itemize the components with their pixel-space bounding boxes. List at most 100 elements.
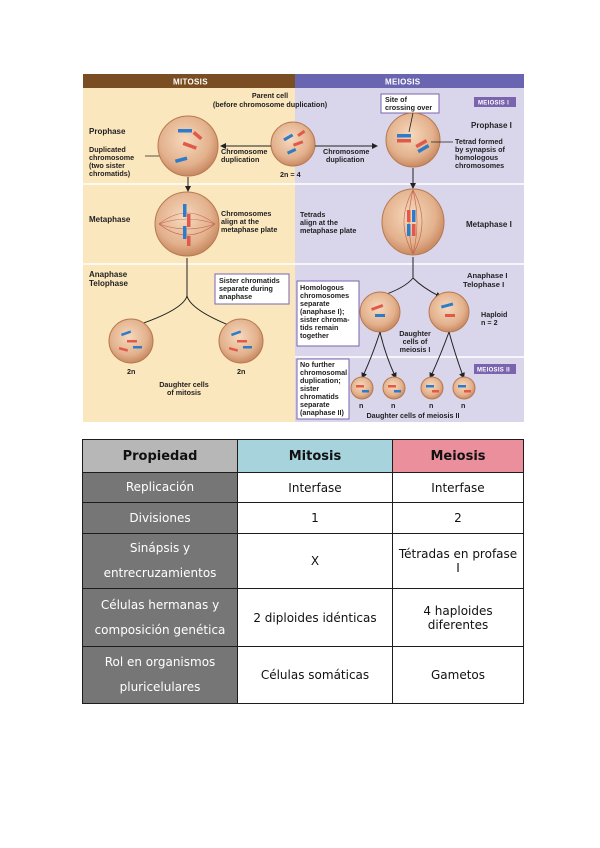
align-label: metaphase plate	[221, 225, 277, 234]
arrow	[448, 331, 465, 379]
parent-cell-label: Parent cell	[252, 91, 288, 100]
telophase-i-label: Telophase I	[463, 280, 504, 289]
row-property-line: Rol en organismos	[104, 655, 216, 669]
tetrad-label: homologous	[455, 153, 498, 162]
chromosomes-icon	[183, 204, 191, 246]
chromosome-duplication-right: Chromosome	[323, 147, 369, 156]
meiosis-header-bar	[295, 74, 524, 88]
duplicated-chromosome-label: Duplicated	[89, 145, 126, 154]
no-further-label: duplication;	[300, 376, 341, 385]
prophase-i-cell	[385, 112, 441, 168]
mitosis-header: MITOSIS	[173, 78, 208, 87]
n-label: n	[359, 401, 363, 410]
two-n-label: 2n	[237, 367, 245, 376]
sister-chromatids-box	[214, 273, 290, 305]
row-property-line: composición genética	[94, 622, 226, 637]
row-meiosis-value: Interfase	[392, 472, 524, 503]
row-property-line: Sinápsis y	[129, 541, 191, 555]
comparison-table: Propiedad Mitosis Meiosis Replicación In…	[82, 439, 524, 704]
chromosomes-icon	[174, 129, 203, 163]
row-property: Células hermanas y composición genética	[82, 588, 238, 647]
duplicated-chromosome-label: chromatids)	[89, 169, 131, 178]
row-property-line: Células hermanas y	[100, 597, 220, 612]
daughter-meiosis-ii-label: Daughter cells of meiosis II	[366, 411, 459, 420]
no-further-label: sister	[300, 384, 319, 393]
n-label: n	[461, 401, 465, 410]
homologous-label: together	[300, 331, 329, 340]
row-meiosis-value: Gametos	[392, 646, 524, 704]
meiosis-i-badge-text: MEIOSIS I	[478, 101, 509, 107]
anaphase-label: Anaphase	[89, 270, 128, 279]
prophase-label: Prophase	[89, 127, 126, 136]
prophase-i-label: Prophase I	[471, 121, 512, 130]
table-header-row: Propiedad Mitosis Meiosis	[82, 439, 524, 473]
homologous-label: Homologous	[300, 283, 344, 292]
row-property: Divisiones	[82, 502, 238, 534]
sister-chromatids-label: separate during	[219, 284, 273, 293]
align-label: Chromosomes	[221, 209, 271, 218]
arrow	[429, 331, 450, 379]
duplicated-chromosome-label: chromosome	[89, 153, 134, 162]
arrow	[412, 277, 442, 298]
homologous-label: tids remain	[300, 323, 338, 332]
row-property: Replicación	[82, 472, 238, 503]
daughter-mi-label: meiosis I	[400, 345, 431, 354]
tetrad-icon	[407, 210, 416, 236]
tetrad-label: by synapsis of	[455, 145, 506, 154]
homologous-label: sister chroma-	[300, 315, 350, 324]
metaphase-i-label: Metaphase I	[466, 220, 512, 229]
meiosis-header: MEIOSIS	[385, 78, 421, 87]
table-row: Divisiones 1 2	[82, 502, 524, 534]
site-crossing-label: crossing over	[385, 103, 432, 112]
row-meiosis-value: Tétradas en profase I	[392, 533, 524, 589]
chromosomes-icon	[118, 330, 252, 352]
arrow	[186, 295, 234, 328]
tetrad-label: Tetrad formed	[455, 137, 503, 146]
chromosome-duplication-right: duplication	[326, 155, 364, 164]
no-further-label: chromosomal	[300, 368, 347, 377]
n-label: n	[429, 401, 433, 410]
meiosis-ii-badge-text: MEIOSIS II	[477, 368, 510, 374]
parent-cell	[270, 121, 316, 167]
parent-cell-label: (before chromosome duplication)	[213, 100, 328, 109]
row-meiosis-value: 4 haploides diferentes	[392, 588, 524, 647]
chromosomes-icon	[371, 302, 455, 317]
arrow	[379, 331, 397, 379]
table-row: Replicación Interfase Interfase	[82, 472, 524, 503]
pointer-line	[408, 112, 414, 133]
sister-chromatids-label: Sister chromatids	[219, 276, 280, 285]
site-crossing-label: Site of	[385, 95, 408, 104]
row-mitosis-value: Células somáticas	[237, 646, 393, 704]
no-further-label: (anaphase II)	[300, 408, 345, 417]
row-property-line: Divisiones	[129, 510, 191, 525]
arrow	[361, 331, 381, 379]
haploid-label: Haploid	[481, 310, 507, 319]
header-mitosis: Mitosis	[237, 439, 393, 473]
telophase-label: Telophase	[89, 279, 129, 288]
homologous-box	[296, 280, 360, 347]
daughter-mitosis-label: of mitosis	[167, 388, 201, 397]
daughter-mitosis-label: Daughter cells	[159, 380, 209, 389]
row-mitosis-value: Interfase	[237, 472, 393, 503]
metaphase-label: Metaphase	[89, 215, 131, 224]
meiosis-i-daughter-cell	[428, 291, 470, 333]
mitosis-meiosis-figure: MITOSIS MEIOSIS MEIOSIS I MEIOSIS II Par…	[83, 74, 524, 422]
header-meiosis: Meiosis	[392, 439, 524, 473]
meiosis-ii-cells	[350, 376, 476, 400]
duplicated-chromosome-label: (two sister	[89, 161, 125, 170]
tetrad-label: chromosomes	[455, 161, 504, 170]
tetrads-label: align at the	[300, 218, 338, 227]
two-n-label: 2n	[127, 367, 135, 376]
daughter-mi-label: Daughter	[399, 329, 431, 338]
mitosis-header-bar	[83, 74, 295, 88]
header-propiedad: Propiedad	[82, 439, 238, 473]
tetrads-label: Tetrads	[300, 210, 325, 219]
no-further-box	[296, 358, 350, 420]
homologous-label: chromosomes	[300, 291, 349, 300]
row-mitosis-value: 1	[237, 502, 393, 534]
no-further-label: separate	[300, 400, 330, 409]
